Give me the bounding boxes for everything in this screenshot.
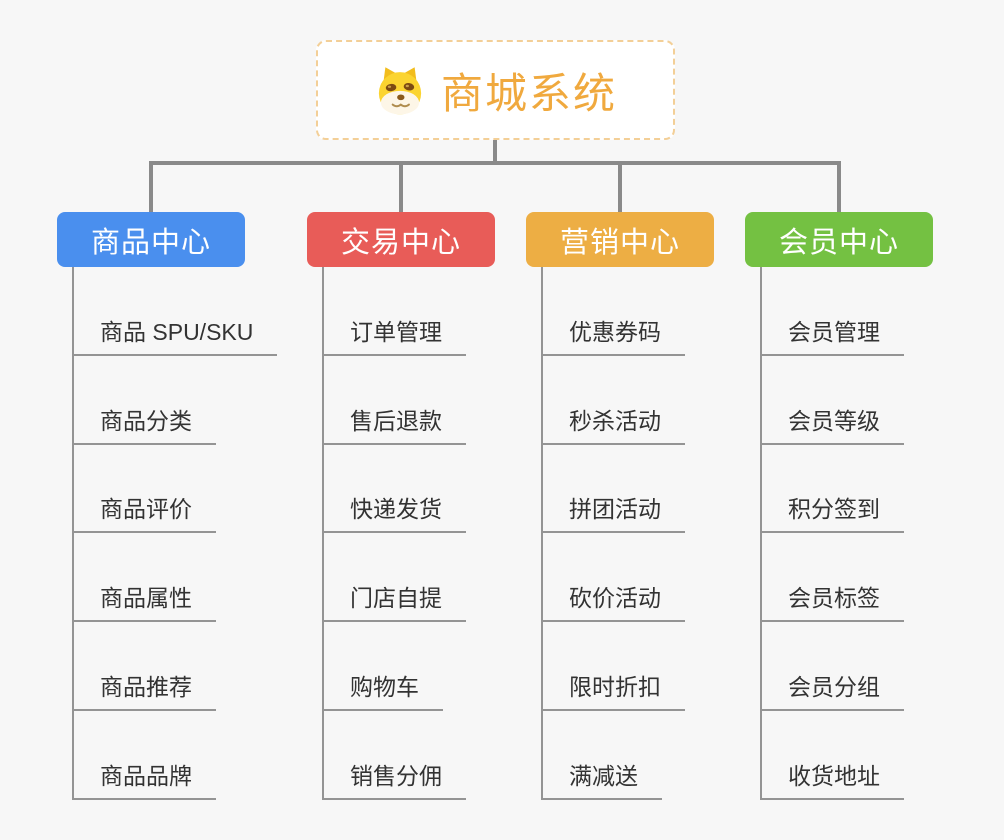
branch-column-marketing-center: 营销中心 优惠券码 秒杀活动 拼团活动 砍价活动 限时折扣 满减送: [526, 212, 714, 800]
leaf-node: 会员标签: [745, 533, 933, 623]
leaf-label[interactable]: 商品 SPU/SKU: [72, 313, 278, 356]
branch-label: 会员中心: [778, 226, 899, 259]
leaf-label[interactable]: 会员标签: [760, 579, 904, 623]
leaf-node: 会员分组: [745, 622, 933, 712]
leaf-node: 满减送: [526, 711, 714, 800]
root-node-mall-system[interactable]: 商城系统: [316, 40, 675, 140]
leaf-node: 会员管理: [745, 267, 933, 356]
leaf-node: 商品属性: [57, 533, 245, 623]
branch-children: 订单管理 售后退款 快递发货 门店自提 购物车 销售分佣: [307, 267, 495, 800]
leaf-label[interactable]: 限时折扣: [541, 668, 685, 712]
leaf-label[interactable]: 售后退款: [322, 402, 466, 445]
connector-drop-branch-3: [618, 165, 622, 212]
leaf-label[interactable]: 订单管理: [322, 313, 466, 356]
leaf-node: 商品 SPU/SKU: [57, 267, 278, 356]
leaf-node: 订单管理: [307, 267, 495, 356]
leaf-label[interactable]: 商品评价: [72, 490, 216, 534]
branch-children: 优惠券码 秒杀活动 拼团活动 砍价活动 限时折扣 满减送: [526, 267, 714, 800]
leaf-label[interactable]: 收货地址: [760, 757, 904, 800]
leaf-label[interactable]: 商品分类: [72, 402, 216, 445]
branch-children: 会员管理 会员等级 积分签到 会员标签 会员分组 收货地址: [745, 267, 933, 800]
leaf-label[interactable]: 商品品牌: [72, 757, 216, 800]
leaf-label[interactable]: 购物车: [322, 668, 443, 712]
root-title: 商城系统: [440, 69, 617, 117]
leaf-node: 商品评价: [57, 445, 245, 534]
branch-label: 营销中心: [559, 226, 680, 259]
leaf-node: 购物车: [307, 622, 495, 712]
connector-drop-branch-2: [399, 165, 403, 212]
leaf-label[interactable]: 快递发货: [322, 490, 466, 534]
leaf-node: 秒杀活动: [526, 356, 714, 445]
connector-horizontal-bar: [149, 161, 841, 165]
leaf-node: 优惠券码: [526, 267, 714, 356]
leaf-node: 积分签到: [745, 445, 933, 534]
leaf-label[interactable]: 商品推荐: [72, 668, 216, 712]
leaf-label[interactable]: 秒杀活动: [541, 402, 685, 445]
leaf-node: 商品推荐: [57, 622, 245, 712]
connector-drop-branch-4: [837, 165, 841, 212]
leaf-label[interactable]: 拼团活动: [541, 490, 685, 534]
branch-column-trade-center: 交易中心 订单管理 售后退款 快递发货 门店自提 购物车 销售分佣: [307, 212, 495, 800]
leaf-node: 砍价活动: [526, 533, 714, 623]
leaf-node: 限时折扣: [526, 622, 714, 712]
leaf-node: 会员等级: [745, 356, 933, 445]
leaf-label[interactable]: 积分签到: [760, 490, 904, 534]
leaf-node: 商品分类: [57, 356, 245, 445]
doge-face-icon: [378, 67, 422, 115]
leaf-label[interactable]: 优惠券码: [541, 313, 685, 356]
leaf-node: 快递发货: [307, 445, 495, 534]
leaf-label[interactable]: 商品属性: [72, 579, 216, 623]
leaf-label[interactable]: 满减送: [541, 757, 662, 800]
leaf-label[interactable]: 门店自提: [322, 579, 466, 623]
leaf-label[interactable]: 销售分佣: [322, 757, 466, 800]
branch-label: 交易中心: [340, 226, 461, 259]
leaf-node: 销售分佣: [307, 711, 495, 800]
branch-node-marketing-center[interactable]: 营销中心: [526, 212, 714, 267]
leaf-label[interactable]: 砍价活动: [541, 579, 685, 623]
branch-children: 商品 SPU/SKU 商品分类 商品评价 商品属性 商品推荐 商品品牌: [57, 267, 278, 800]
branch-column-member-center: 会员中心 会员管理 会员等级 积分签到 会员标签 会员分组 收货地址: [745, 212, 933, 800]
leaf-node: 拼团活动: [526, 445, 714, 534]
branch-node-product-center[interactable]: 商品中心: [57, 212, 245, 267]
leaf-label[interactable]: 会员管理: [760, 313, 904, 356]
branch-label: 商品中心: [90, 226, 211, 259]
branch-node-trade-center[interactable]: 交易中心: [307, 212, 495, 267]
connector-drop-branch-1: [149, 165, 153, 212]
branch-column-product-center: 商品中心 商品 SPU/SKU 商品分类 商品评价 商品属性 商品推荐 商品品牌: [57, 212, 278, 800]
leaf-label[interactable]: 会员分组: [760, 668, 904, 712]
leaf-node: 门店自提: [307, 533, 495, 623]
leaf-label[interactable]: 会员等级: [760, 402, 904, 445]
branch-node-member-center[interactable]: 会员中心: [745, 212, 933, 267]
leaf-node: 商品品牌: [57, 711, 245, 800]
leaf-node: 收货地址: [745, 711, 933, 800]
connector-root-stem: [493, 140, 497, 165]
leaf-node: 售后退款: [307, 356, 495, 445]
